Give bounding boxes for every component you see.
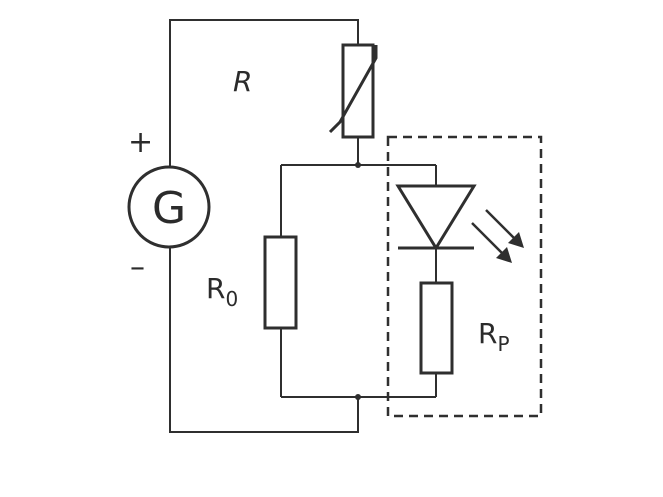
resistor-r0-symbol — [263, 235, 298, 330]
resistor-r0-label: R0 — [206, 272, 238, 311]
led-module-dashed-box — [386, 135, 543, 418]
resistor-rp-label-sub: P — [497, 332, 509, 356]
junction-bottom — [355, 394, 361, 400]
plus-sign: + — [128, 125, 153, 160]
resistor-rp-label: RP — [478, 317, 510, 356]
varistor-symbol — [328, 43, 378, 139]
varistor-label: R — [233, 65, 252, 98]
junction-top — [355, 162, 361, 168]
resistor-r0-label-main: R — [206, 272, 225, 305]
resistor-r0-label-sub: 0 — [225, 287, 238, 311]
generator-symbol: G — [127, 165, 211, 249]
minus-sign: – — [130, 250, 145, 285]
led-symbol — [395, 184, 477, 251]
resistor-rp-symbol — [419, 281, 454, 375]
wire-left-bottom — [169, 245, 359, 433]
generator-label: G — [152, 183, 186, 234]
light-emission-arrows-icon — [471, 209, 524, 263]
resistor-rp-label-main: R — [478, 317, 497, 350]
wire-left-top — [169, 19, 359, 170]
